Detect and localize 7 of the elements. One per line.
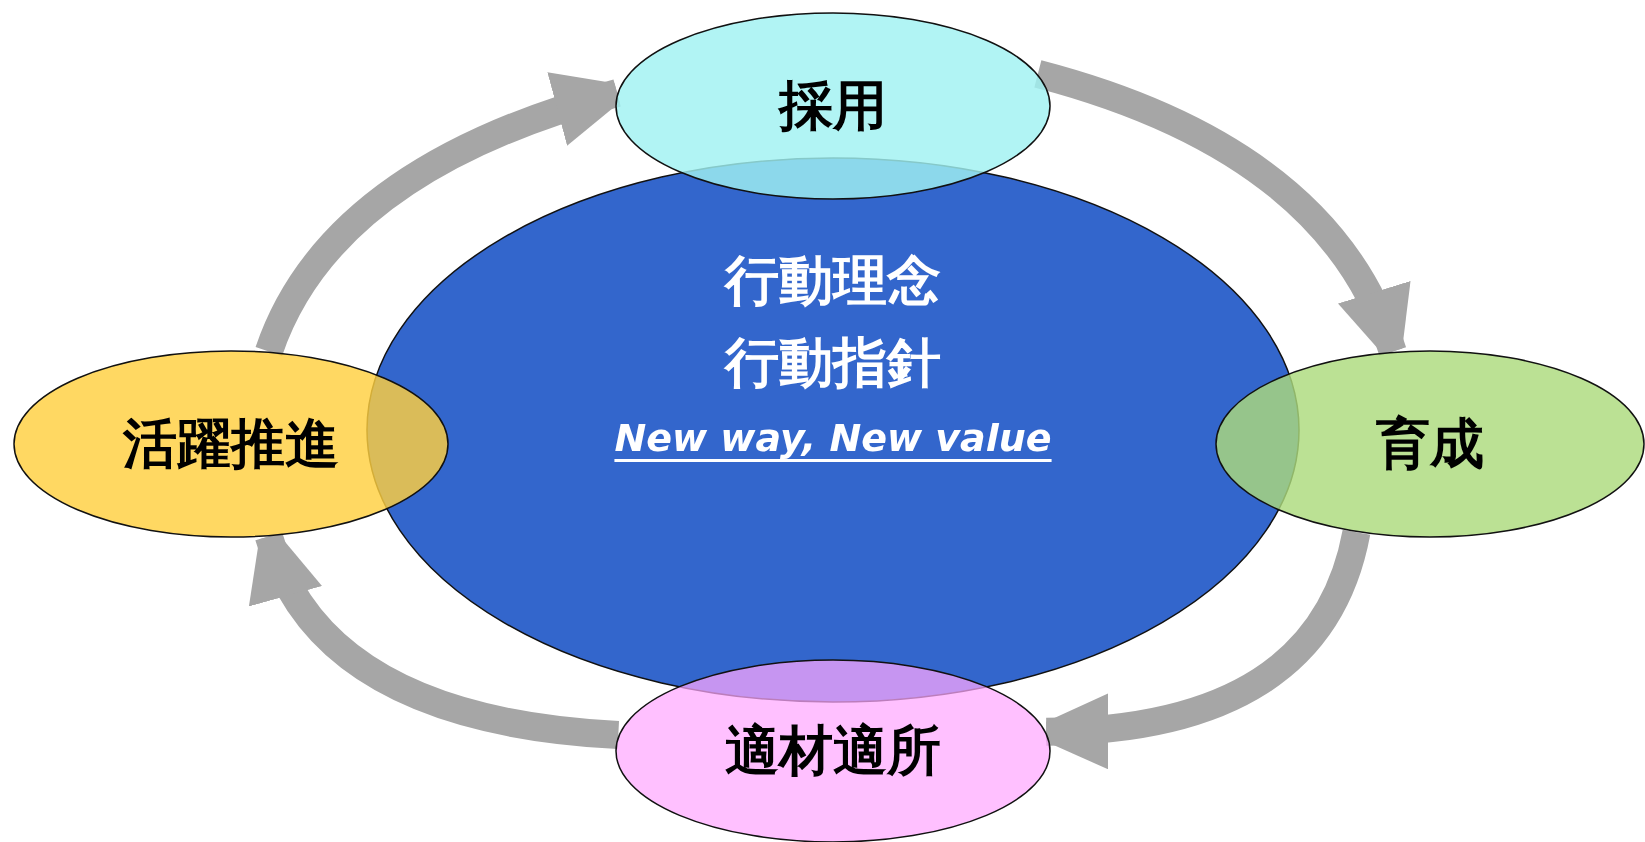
label: 活躍推進 — [123, 412, 339, 475]
motto-text: New way, New value — [614, 416, 1052, 460]
title-line: 行動指針 — [725, 331, 941, 394]
label: 採用 — [779, 74, 887, 137]
title-line: 行動理念 — [725, 249, 941, 312]
label: 適材適所 — [725, 719, 941, 782]
label: 育成 — [1376, 412, 1484, 475]
